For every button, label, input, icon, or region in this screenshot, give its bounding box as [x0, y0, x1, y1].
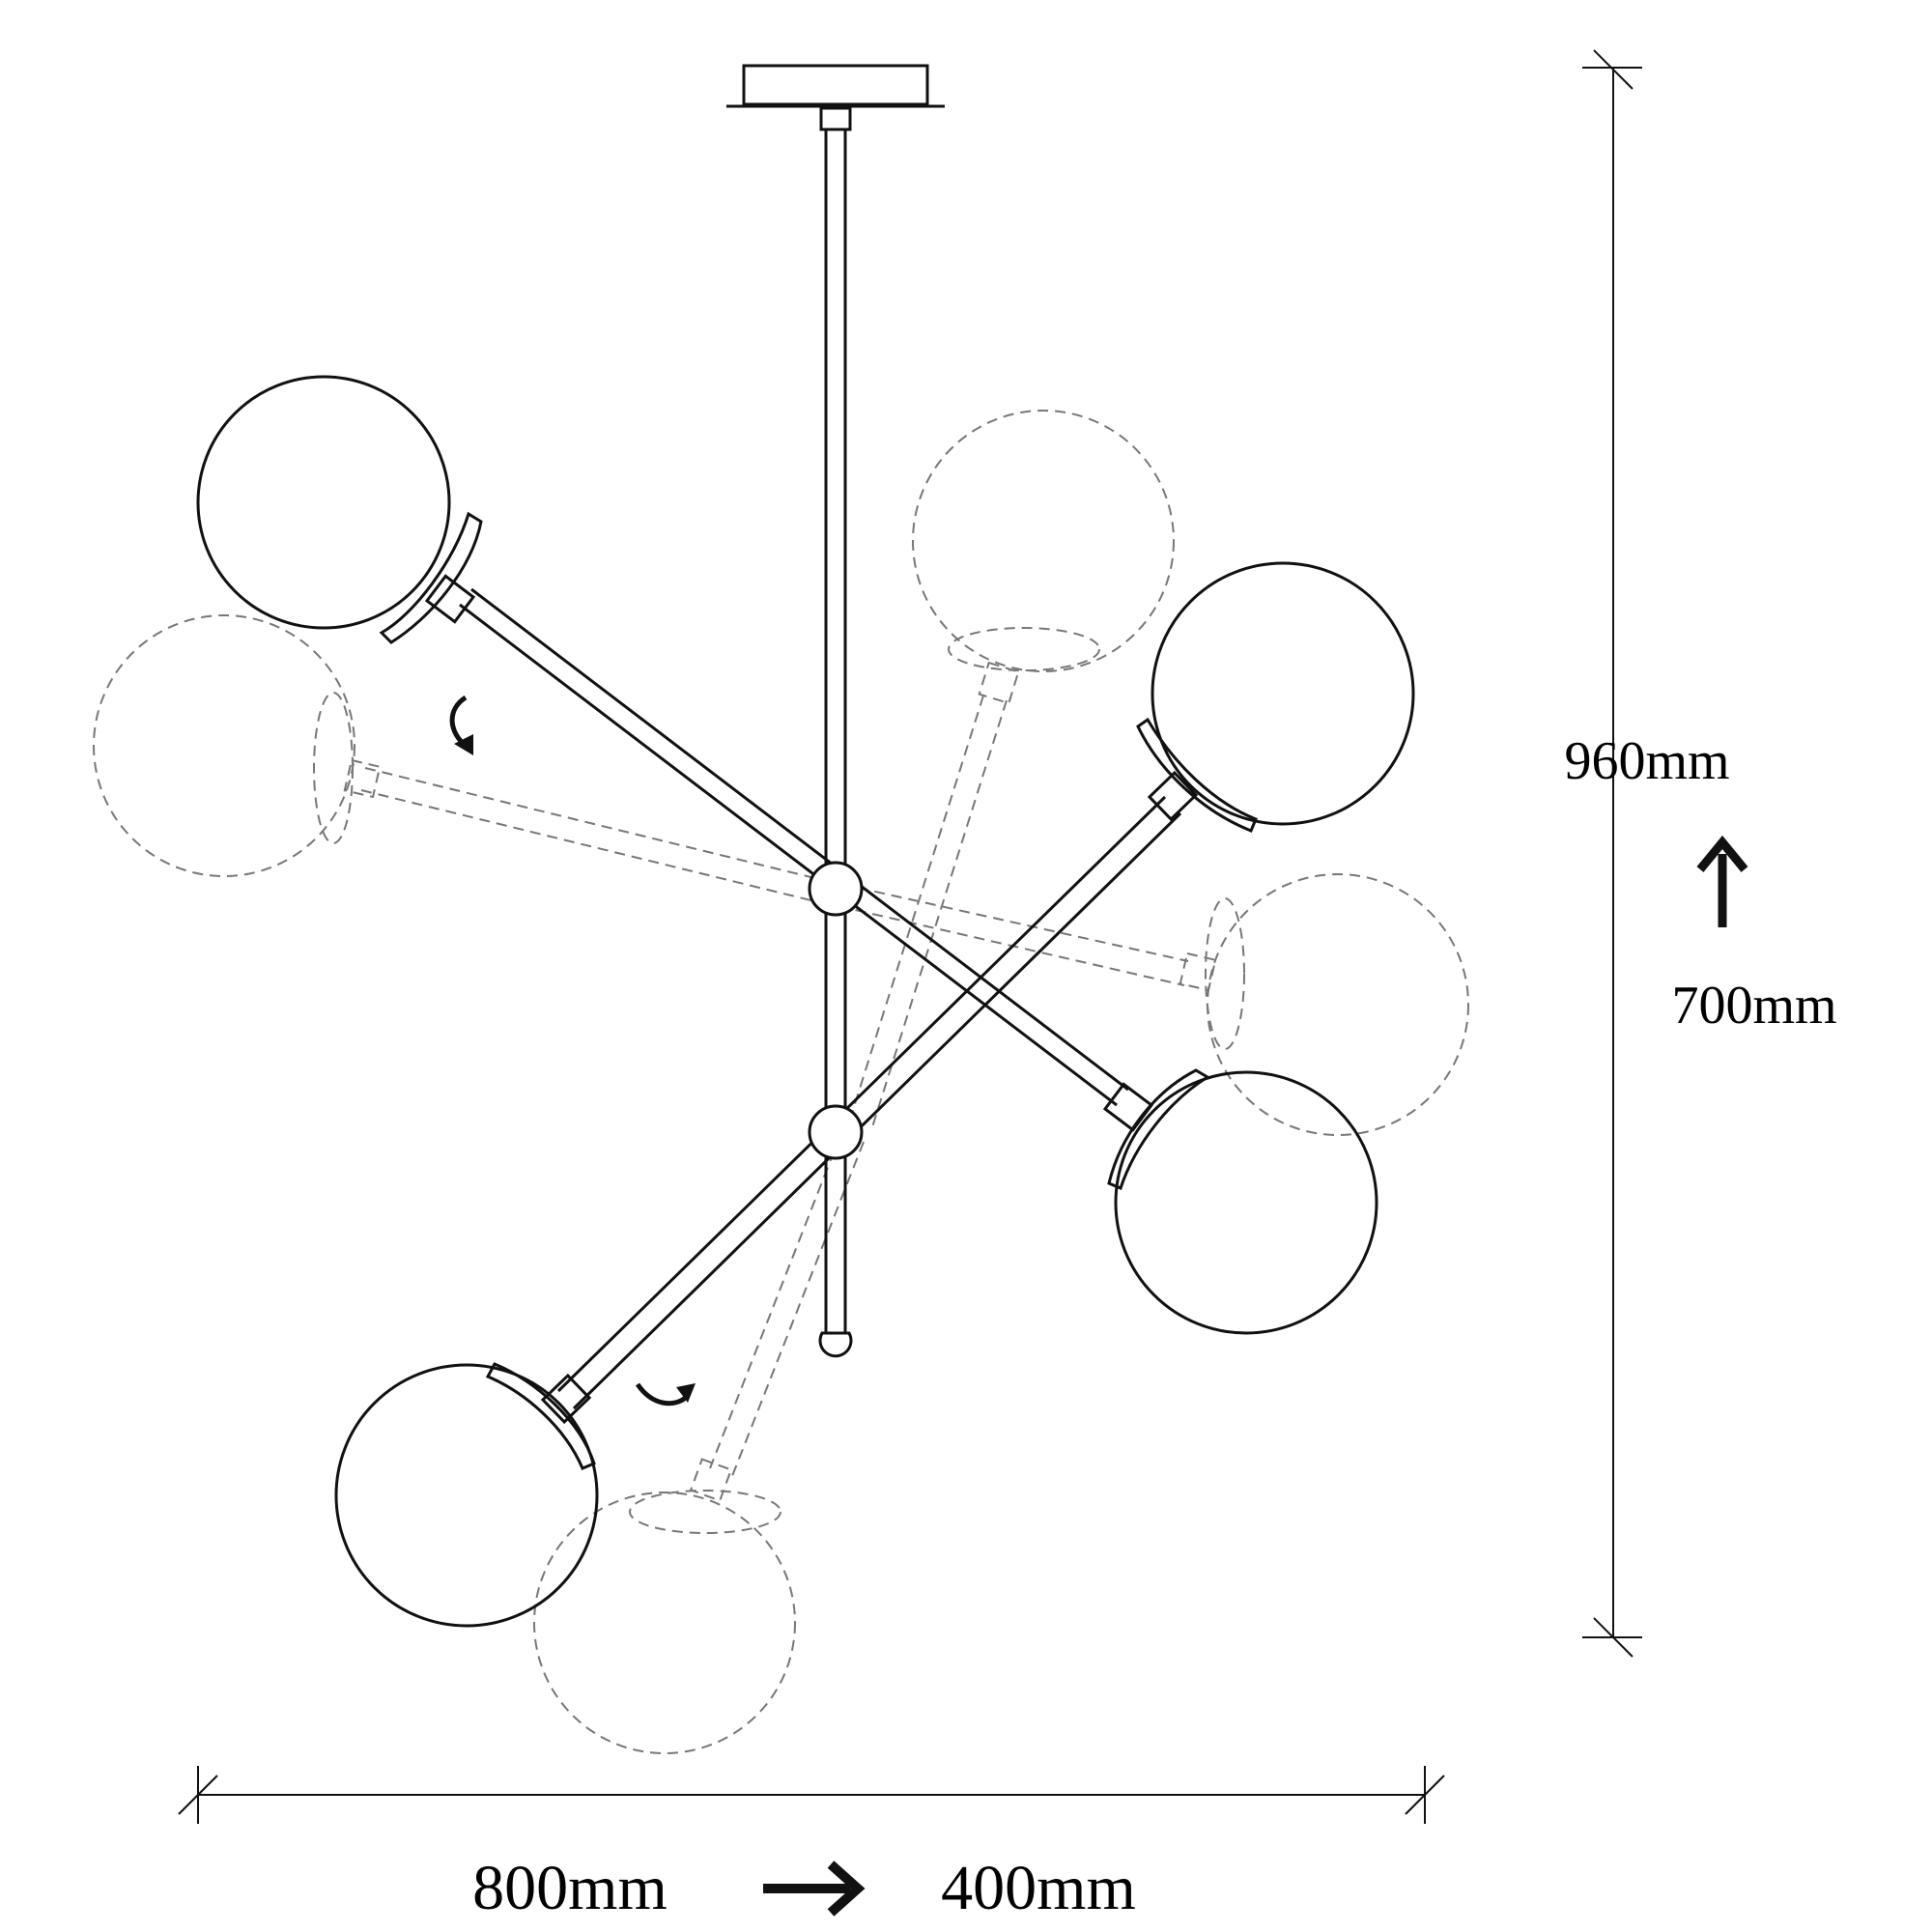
globe-bottom-left: [334, 1363, 599, 1628]
holder-top-right: [1136, 717, 1258, 833]
width-max-label: 800mm: [472, 1853, 668, 1923]
ghost-arm-upper: [847, 410, 1175, 1131]
holder-bottom-left: [485, 1362, 596, 1470]
arm-upper-solid: [196, 375, 1378, 1335]
pivot-hub-lower: [808, 1104, 864, 1160]
ghost-globe-lower: [533, 1492, 796, 1754]
height-max-label: 960mm: [1564, 731, 1729, 791]
ghost-globe-upper: [912, 410, 1175, 672]
rotate-counterclockwise-icon: [635, 1382, 696, 1406]
pivot-hub-upper: [808, 861, 864, 917]
ghost-arm-left: [93, 614, 839, 907]
arm-lower-solid: [334, 561, 1415, 1628]
ceiling-canopy: [726, 64, 945, 131]
ghost-arm-right: [838, 873, 1469, 1136]
height-min-label: 700mm: [1671, 976, 1836, 1036]
folded-position-ghost: [93, 410, 1469, 1754]
right-arrow-icon: [763, 1861, 866, 1917]
width-dimension-line: [178, 1766, 1445, 1824]
holder-bottom-right: [1107, 1068, 1210, 1191]
globe-top-left: [196, 375, 451, 630]
ghost-globe-left: [93, 614, 355, 877]
height-dimension-line: [1582, 49, 1642, 1658]
stem-end-cap: [818, 1331, 853, 1358]
rotate-clockwise-icon: [449, 695, 473, 755]
holder-top-left: [379, 511, 483, 644]
ghost-globe-right: [1207, 873, 1469, 1136]
globe-top-right: [1151, 561, 1415, 826]
up-arrow-icon: [1696, 835, 1748, 927]
globe-bottom-right: [1114, 1070, 1378, 1335]
ghost-arm-lower: [533, 1134, 865, 1754]
width-min-label: 400mm: [941, 1853, 1136, 1923]
central-stem: [818, 129, 853, 1358]
